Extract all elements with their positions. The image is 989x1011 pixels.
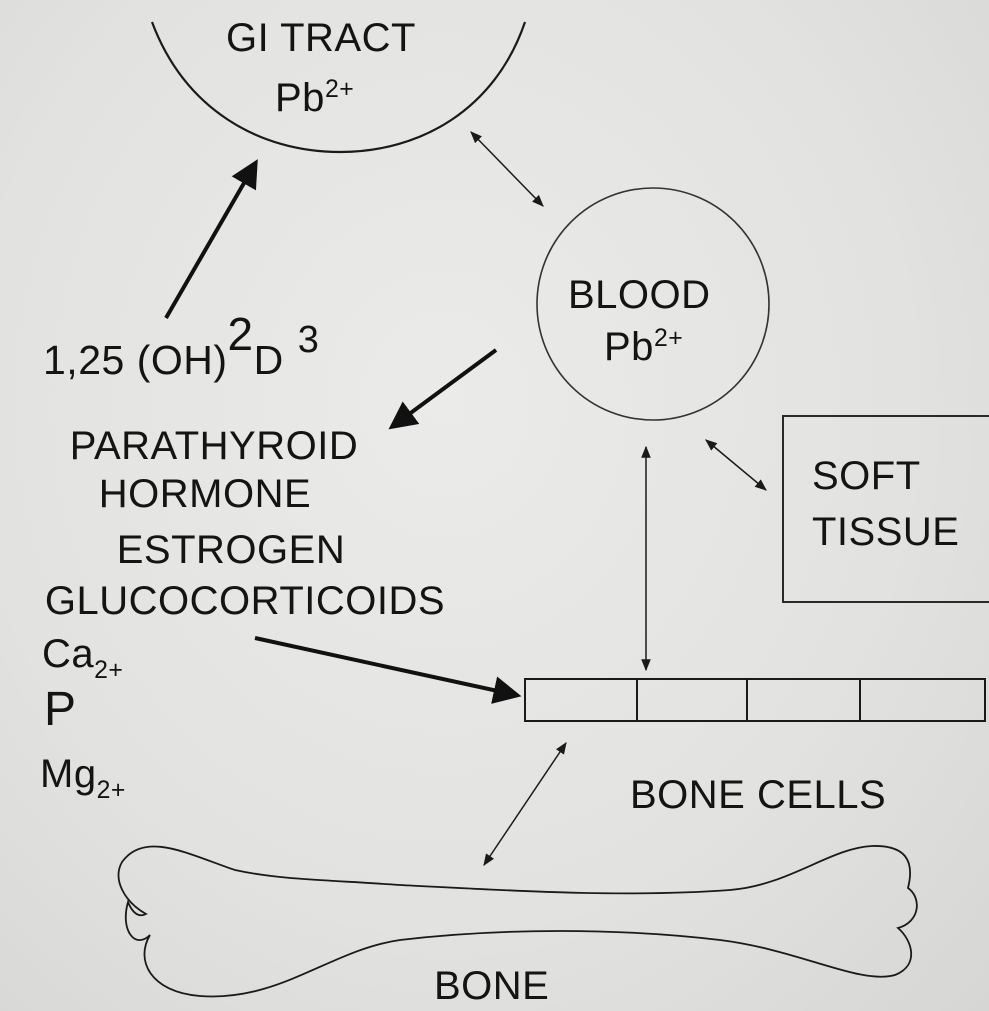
regulator-parathyroid: PARATHYROID [0,426,428,466]
vitamin-d-sup2: 3 [298,319,320,361]
gi-tract-title: GI TRACT [226,18,416,58]
bone-label: BONE [434,966,549,1006]
arrow-gi-blood [471,132,543,206]
soft-tissue-box [783,416,989,602]
arrow-blood-soft-tissue [706,440,766,490]
soft-tissue-line2: TISSUE [812,512,959,552]
arrow-bone-cells-bone [484,743,566,865]
mineral-magnesium-charge: 2+ [97,777,126,804]
bone-cells-label: BONE CELLS [630,775,886,815]
gi-tract-ion: Pb2+ [275,78,354,118]
mineral-magnesium: Mg2+ [40,754,126,794]
mineral-phosphorus: P [44,686,77,734]
mineral-calcium: Ca2+ [42,634,123,674]
regulator-hormone: HORMONE [0,474,410,514]
vitamin-d-base: 1,25 (OH) [43,337,228,383]
blood-ion-charge: 2+ [654,325,683,352]
bone-cells-strip [525,679,985,721]
blood-title: BLOOD [568,275,711,315]
mineral-calcium-base: Ca [42,632,94,676]
arrow-blood-to-regulators [393,350,496,426]
blood-ion-base: Pb [604,325,654,369]
arrow-vitamin-d-to-gi [166,164,255,318]
mineral-calcium-charge: 2+ [94,657,123,684]
regulator-glucocorticoids: GLUCOCORTICOIDS [0,581,490,621]
gi-tract-ion-charge: 2+ [325,76,354,103]
regulator-estrogen: ESTROGEN [0,530,462,570]
vitamin-d-letter: D [254,337,284,383]
blood-ion: Pb2+ [604,327,683,367]
vitamin-d-sup1: 2 [228,308,254,360]
gi-tract-ion-base: Pb [275,76,325,120]
soft-tissue-line1: SOFT [812,456,921,496]
mineral-magnesium-base: Mg [40,752,97,796]
arrow-regulators-to-bone-cells [255,638,516,695]
